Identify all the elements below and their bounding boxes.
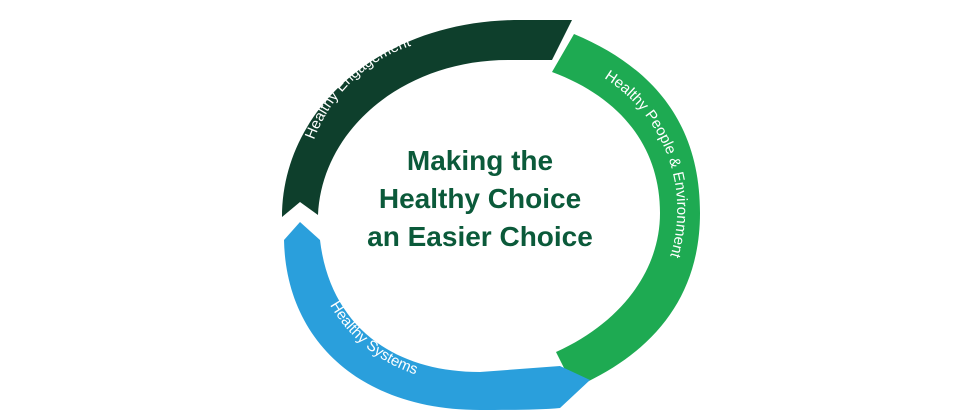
center-title-line-3: an Easier Choice [367,221,593,252]
segment-engagement [282,20,572,217]
center-title-line-1: Making the [407,145,553,176]
segment-systems [284,222,590,410]
segment-people [552,34,700,388]
center-title-line-2: Healthy Choice [379,183,581,214]
